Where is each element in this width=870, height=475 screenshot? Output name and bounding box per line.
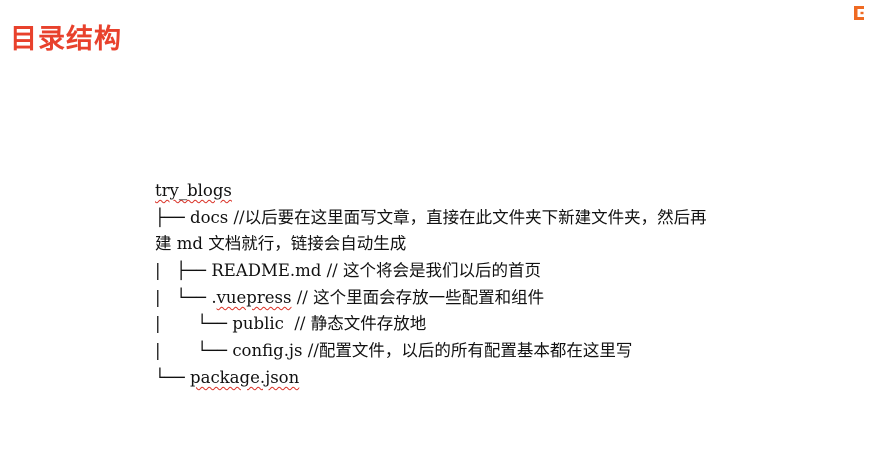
tree-text: └── <box>155 367 191 387</box>
brand-logo-shape <box>854 6 864 20</box>
tree-line: | └── config.js //配置文件，以后的所有配置基本都在这里写 <box>155 338 867 365</box>
directory-tree: try_blogs ├── docs //以后要在这里面写文章，直接在此文件夹下新… <box>155 178 867 392</box>
tree-text: | └── config.js //配置文件，以后的所有配置基本都在这里写 <box>155 341 633 361</box>
tree-line: | └── public // 静态文件存放地 <box>155 311 867 338</box>
spellcheck-word: package.json <box>190 367 300 387</box>
tree-text: // 这个里面会存放一些配置和组件 <box>291 287 545 307</box>
tree-line: | └── .vuepress // 这个里面会存放一些配置和组件 <box>155 285 867 312</box>
tree-text: | └── public // 静态文件存放地 <box>155 314 427 334</box>
tree-text: ├── docs //以后要在这里面写文章，直接在此文件夹下新建文件夹，然后再 <box>155 207 707 227</box>
spellcheck-word: vuepress <box>216 287 292 307</box>
spellcheck-word: try_blogs <box>155 181 232 200</box>
tree-line: try_blogs <box>155 178 867 205</box>
tree-line: | ├── README.md // 这个将会是我们以后的首页 <box>155 258 867 285</box>
brand-logo-icon <box>854 6 864 20</box>
brand-logo-dot <box>860 11 864 15</box>
tree-text: | └── . <box>155 287 217 307</box>
slide-title: 目录结构 <box>10 24 122 56</box>
tree-line: 建 md 文档就行，链接会自动生成 <box>155 231 867 258</box>
tree-line: ├── docs //以后要在这里面写文章，直接在此文件夹下新建文件夹，然后再 <box>155 205 867 232</box>
tree-text: | ├── README.md // 这个将会是我们以后的首页 <box>155 261 541 281</box>
tree-line: └── package.json <box>155 365 867 392</box>
tree-text: 建 md 文档就行，链接会自动生成 <box>155 234 407 254</box>
